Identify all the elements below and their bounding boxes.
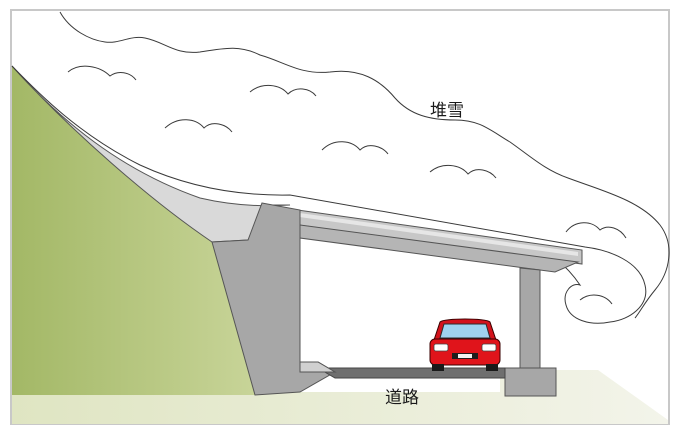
snow-texture-6 bbox=[565, 222, 627, 239]
road-curb bbox=[299, 361, 337, 373]
hillside bbox=[12, 66, 430, 424]
car-headlight-right bbox=[481, 343, 497, 352]
snow-texture-3 bbox=[249, 85, 317, 97]
snow-heap-upper-edge bbox=[59, 11, 670, 319]
car-body bbox=[429, 338, 501, 366]
car-license-plate bbox=[458, 354, 472, 358]
snow-label: 堆雪 bbox=[430, 101, 464, 121]
ground bbox=[12, 370, 668, 424]
car bbox=[429, 318, 501, 371]
car-tire-right bbox=[486, 364, 498, 371]
shed-roof-highlight bbox=[278, 210, 578, 256]
car-headlight-left bbox=[433, 343, 449, 352]
shed-retaining-wall bbox=[211, 202, 336, 396]
shed-roof-beam bbox=[299, 224, 580, 273]
snow-heap-lower-edge bbox=[11, 65, 647, 324]
shed-column bbox=[519, 267, 541, 373]
road-label: 道路 bbox=[385, 388, 419, 408]
car-tire-left bbox=[432, 364, 444, 371]
snow-texture-5 bbox=[429, 165, 497, 179]
snow-texture-7 bbox=[579, 294, 613, 305]
road-surface bbox=[316, 367, 506, 379]
snow-texture-4 bbox=[321, 141, 389, 155]
car-windshield bbox=[439, 323, 491, 339]
snow-texture-2 bbox=[164, 119, 233, 133]
snow-texture-1 bbox=[67, 65, 137, 81]
column-footing bbox=[504, 367, 557, 397]
